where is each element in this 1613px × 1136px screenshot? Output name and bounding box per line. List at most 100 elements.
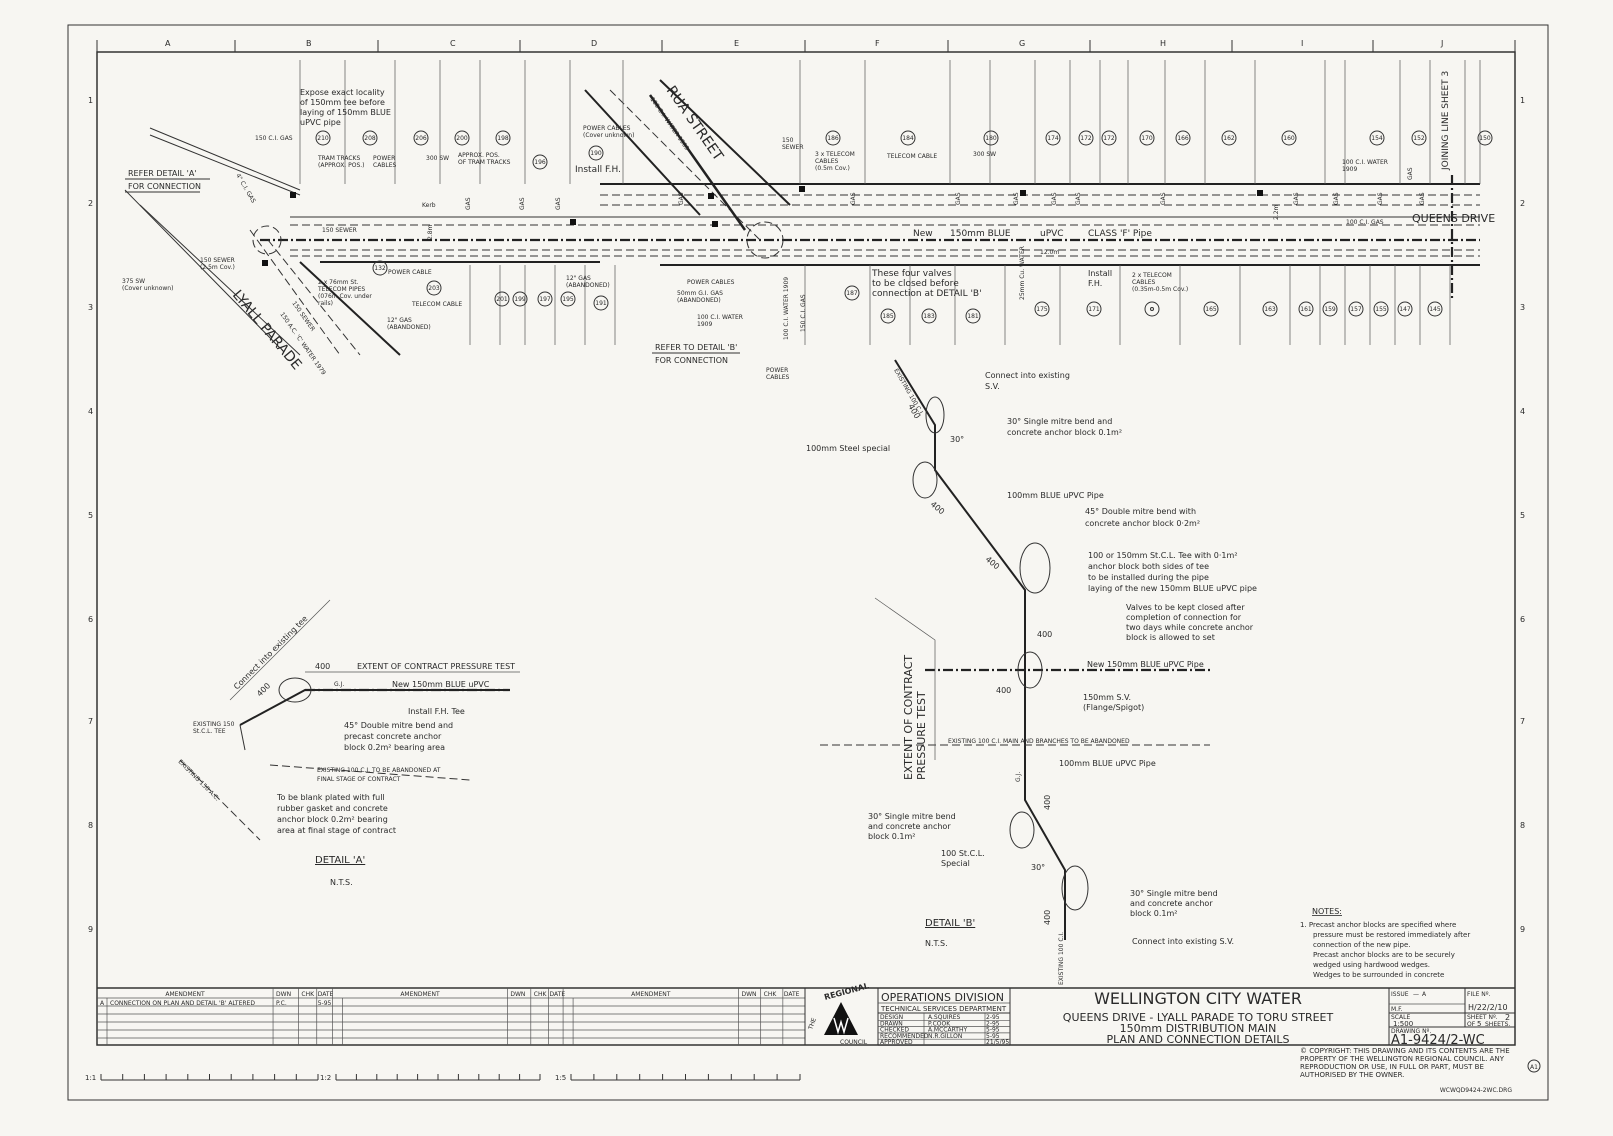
svg-text:300 SW: 300 SW [426, 155, 449, 162]
svg-text:165: 165 [1205, 306, 1217, 313]
svg-text:DATE: DATE [550, 991, 566, 998]
svg-text:connection of the new pipe.: connection of the new pipe. [1313, 941, 1411, 949]
grid-row-label: 5 [88, 511, 93, 520]
grid-column-label: C [450, 39, 456, 48]
lot-number: 199 [512, 291, 528, 307]
grid-column-label: A [165, 39, 171, 48]
lot-number: 201 [494, 291, 510, 307]
amendment-header: AMENDMENT [400, 991, 440, 998]
svg-text:P.C.: P.C. [276, 1000, 287, 1007]
svg-text:DWN: DWN [510, 991, 525, 998]
svg-text:SCALE: SCALE [1391, 1014, 1410, 1021]
lot-number: 198 [495, 130, 511, 146]
svg-text:P.COOK: P.COOK [928, 1020, 951, 1027]
svg-text:DATE: DATE [318, 991, 334, 998]
svg-text:DESIGN: DESIGN [880, 1014, 903, 1021]
svg-text:H/22/2/10: H/22/2/10 [1468, 1003, 1508, 1012]
grid-row-label: 8 [88, 821, 93, 830]
svg-text:CONNECTION ON PLAN AND DETAIL: CONNECTION ON PLAN AND DETAIL 'B' ALTERE… [110, 1000, 255, 1007]
svg-text:187: 187 [846, 290, 858, 297]
svg-text:12.0m: 12.0m [1040, 249, 1059, 256]
sheet-size-mark: A1 [1530, 1064, 1538, 1071]
svg-text:203: 203 [428, 285, 440, 292]
svg-text:150: 150 [1479, 135, 1491, 142]
gas-label: GAS [955, 192, 962, 205]
lot-number: 208 [362, 130, 378, 146]
svg-text:CLASS 'F' Pipe: CLASS 'F' Pipe [1088, 229, 1152, 239]
lot-number: 150 [1477, 130, 1493, 146]
svg-text:1:500: 1:500 [1393, 1020, 1413, 1028]
gas-label: GAS [1407, 167, 1414, 180]
svg-text:30°: 30° [950, 435, 964, 444]
svg-text:POWER CABLE: POWER CABLE [388, 269, 432, 276]
svg-text:QUEENS DRIVE - LYALL PARADE TO: QUEENS DRIVE - LYALL PARADE TO TORU STRE… [1063, 1011, 1334, 1024]
svg-text:CHK: CHK [534, 991, 548, 998]
svg-text:2 x 76mm St.TELECOM PIPES(076m: 2 x 76mm St.TELECOM PIPES(076m Cov. unde… [317, 279, 372, 307]
drawing-number: A1-9424/2-WC [1391, 1033, 1485, 1048]
svg-text:COUNCIL: COUNCIL [840, 1039, 868, 1046]
svg-text:PLAN AND CONNECTION DETAILS: PLAN AND CONNECTION DETAILS [1107, 1033, 1290, 1046]
svg-text:DRAWN: DRAWN [880, 1020, 903, 1027]
svg-text:EXISTING 100 C.I.: EXISTING 100 C.I. [1058, 932, 1065, 985]
lot-number: 163 [1262, 301, 1278, 317]
lot-number: 159 [1322, 301, 1338, 317]
svg-text:185: 185 [882, 313, 894, 320]
svg-text:TELECOM CABLE: TELECOM CABLE [411, 301, 462, 308]
svg-text:12" GAS(ABANDONED): 12" GAS(ABANDONED) [387, 317, 431, 331]
lot-number: 206 [413, 130, 429, 146]
svg-text:400: 400 [1037, 630, 1052, 639]
svg-text:A: A [100, 1000, 105, 1007]
lot-number: 196 [532, 154, 548, 170]
gas-label: GAS [519, 197, 526, 210]
svg-text:pressure must be restored imme: pressure must be restored immediately af… [1313, 931, 1470, 939]
svg-text:DWN: DWN [742, 991, 757, 998]
detail-a-title: DETAIL 'A' [315, 855, 365, 866]
lot-number: 191 [593, 295, 609, 311]
grid-column-label: E [734, 39, 739, 48]
svg-text:150mm BLUE: 150mm BLUE [950, 229, 1011, 239]
refer-detail-a: REFER DETAIL 'A'FOR CONNECTION [128, 169, 201, 191]
grid-row-label: 4 [88, 407, 93, 416]
grid-column-label: J [1440, 39, 1443, 48]
svg-text:Install F.H. Tee: Install F.H. Tee [408, 707, 465, 716]
svg-text:CHK: CHK [301, 991, 315, 998]
lot-number: 172 [1078, 130, 1094, 146]
lot-number: 197 [537, 291, 553, 307]
svg-text:Valves to be kept closed after: Valves to be kept closed aftercompletion… [1126, 603, 1254, 642]
svg-text:A: A [1422, 991, 1427, 998]
svg-text:154: 154 [1371, 135, 1383, 142]
grid-column-label: B [306, 39, 312, 48]
copyright: © COPYRIGHT: THIS DRAWING AND ITS CONTEN… [1300, 1047, 1510, 1079]
svg-text:5-95: 5-95 [986, 1027, 1000, 1034]
svg-text:197: 197 [539, 296, 551, 303]
svg-text:—: — [1413, 991, 1419, 998]
svg-text:New: New [913, 229, 933, 239]
lot-number: 181 [965, 308, 981, 324]
svg-text:THE: THE [807, 1017, 818, 1032]
lot-number: 155 [1373, 301, 1389, 317]
gas-label: GAS [1333, 192, 1340, 205]
svg-text:EXISTING 100 C.I. TO BE ABANDO: EXISTING 100 C.I. TO BE ABANDONED ATFINA… [317, 767, 441, 783]
svg-text:CHK: CHK [764, 991, 778, 998]
scale-label: 1:2 [320, 1074, 331, 1082]
svg-text:wedged using hardwood wedges.: wedged using hardwood wedges. [1313, 961, 1430, 969]
grid-row-label: 1 [1520, 96, 1525, 105]
svg-text:5-95: 5-95 [318, 1000, 332, 1007]
svg-text:160: 160 [1283, 135, 1295, 142]
svg-text:2: 2 [1505, 1013, 1510, 1022]
lot-number: 161 [1298, 301, 1314, 317]
grid-row-label: 9 [88, 925, 93, 934]
svg-text:100 or 150mm St.C.L. Tee with: 100 or 150mm St.C.L. Tee with 0·1m²ancho… [1088, 551, 1257, 593]
lot-number: 186 [825, 130, 841, 146]
svg-text:SHEETS.: SHEETS. [1485, 1021, 1510, 1028]
